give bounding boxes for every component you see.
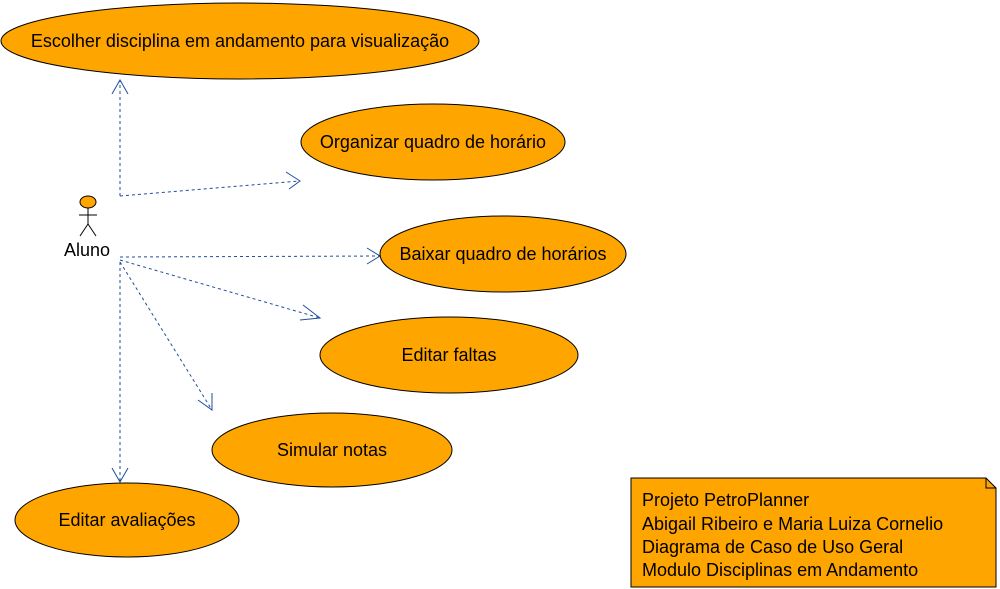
connectors [119,80,381,482]
note-line: Projeto PetroPlanner [642,490,809,510]
use-case-label: Organizar quadro de horário [320,132,546,152]
use-case-label: Editar faltas [401,345,496,365]
note-fold [985,478,996,489]
project-note: Projeto PetroPlanner Abigail Ribeiro e M… [630,477,997,588]
use-case-avaliacoes[interactable]: Editar avaliações [14,482,240,558]
arrowhead-notas [197,393,213,411]
use-case-notas[interactable]: Simular notas [211,412,453,488]
connector-baixar [119,255,381,258]
actor-label: Aluno [64,240,110,260]
stick-figure-icon [79,195,97,237]
arrowhead-faltas [299,304,322,321]
use-case-escolher[interactable]: Escolher disciplina em andamento para vi… [0,2,480,80]
arrowhead-avaliacoes [111,467,129,484]
connector-notas [119,261,213,411]
arrowhead-organizar [285,171,301,190]
note-body [630,477,997,588]
note-line: Modulo Disciplinas em Andamento [642,560,918,580]
note-line: Abigail Ribeiro e Maria Luiza Cornelio [642,514,943,534]
use-case-label: Simular notas [277,440,387,460]
use-case-label: Escolher disciplina em andamento para vi… [31,31,449,51]
arrowhead-escolher [111,78,129,95]
note-line: Diagrama de Caso de Uso Geral [642,537,903,557]
use-case-baixar[interactable]: Baixar quadro de horários [379,215,627,293]
connector-organizar [119,180,301,197]
connector-faltas [119,259,321,319]
use-case-organizar[interactable]: Organizar quadro de horário [300,103,566,181]
use-case-label: Baixar quadro de horários [399,244,606,264]
actor-aluno[interactable]: Aluno [64,195,110,260]
use-case-faltas[interactable]: Editar faltas [319,316,579,394]
use-case-label: Editar avaliações [58,510,195,530]
